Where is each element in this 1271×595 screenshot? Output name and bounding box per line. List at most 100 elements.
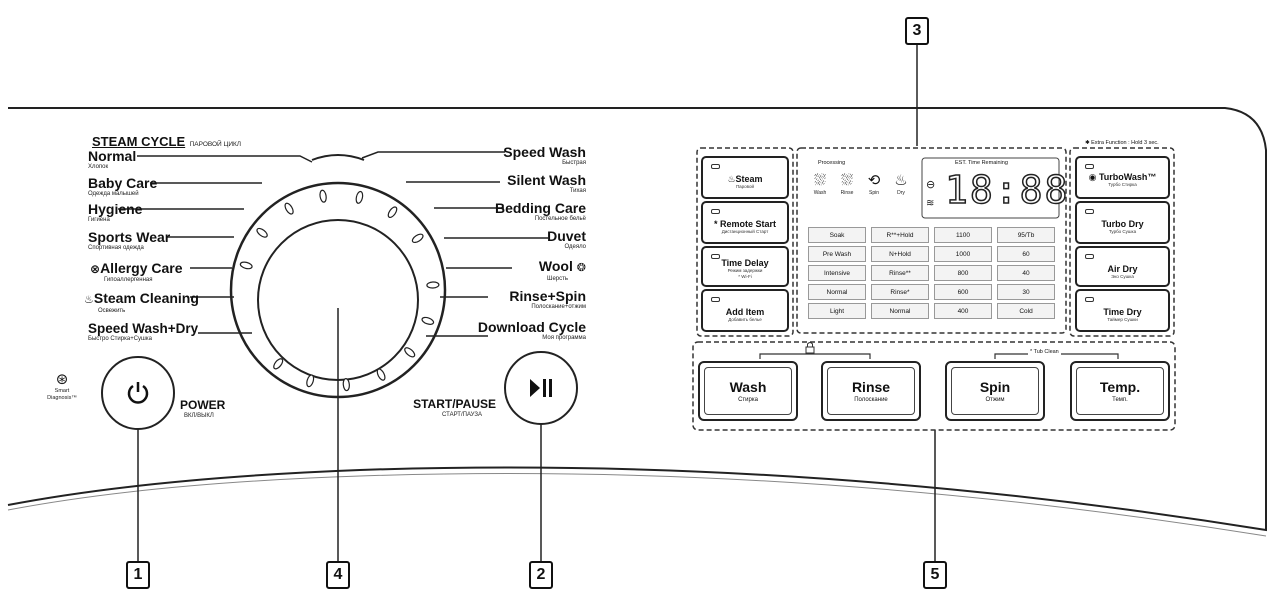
- grid-cell: 40: [997, 265, 1055, 281]
- program-sub: Шерсть: [546, 276, 568, 282]
- time-dry-button[interactable]: Time Dry Таймер Сушки: [1075, 289, 1170, 332]
- stage-label: Spin: [868, 190, 879, 196]
- smart-diagnosis[interactable]: ⊛ Smart Diagnosis™: [42, 372, 82, 402]
- turbo-dry-button[interactable]: Turbo Dry Турбо Сушка: [1075, 201, 1170, 244]
- dial-led: [387, 206, 398, 219]
- program-duvet[interactable]: Duvet Одеяло: [547, 229, 586, 251]
- program-label: Baby Care: [88, 175, 158, 191]
- grid-row: Intensive Rinse** 800 40: [808, 265, 1055, 281]
- program-baby-care[interactable]: Baby Care Одежда малышей: [88, 176, 157, 198]
- program-allergy-care[interactable]: ⊗Allergy Care Гипоаллергенная: [90, 261, 183, 284]
- grid-row: Soak R**+Hold 1100 95/Tb: [808, 227, 1055, 243]
- wash-button[interactable]: Wash Стирка: [698, 361, 798, 421]
- processing-label: Processing: [818, 160, 846, 166]
- remote-start-button[interactable]: * Remote Start Дистанционный Старт: [701, 201, 789, 244]
- start-pause-sub: СТАРТ/ПАУЗА: [441, 412, 482, 418]
- button-brackets: [759, 353, 1119, 359]
- grid-cell: 30: [997, 284, 1055, 300]
- program-label: Speed Wash: [503, 144, 586, 160]
- grid-row: Pre Wash N+Hold 1000 60: [808, 246, 1055, 262]
- time-delay-button[interactable]: Time Delay Режим задержки * Wi-Fi: [701, 246, 789, 287]
- option-sub: Турбо Сушка: [1108, 229, 1137, 234]
- program-sub: Хлопок: [88, 164, 109, 170]
- grid-cell: 60: [997, 246, 1055, 262]
- button-label: Temp.: [1099, 379, 1141, 395]
- spin-stage-icon: ⟲: [867, 172, 881, 189]
- time-remaining-label: EST. Time Remaining: [955, 160, 1008, 166]
- program-label: Download Cycle: [477, 319, 586, 335]
- right-leader-lines: [361, 151, 548, 337]
- rinse-button[interactable]: Rinse Полоскание: [821, 361, 921, 421]
- button-inner: [704, 367, 792, 415]
- program-label: Hygiene: [88, 201, 143, 217]
- spin-button[interactable]: Spin Отжим: [945, 361, 1045, 421]
- program-wool[interactable]: Wool ❂ Шерсть: [539, 259, 586, 283]
- stage-label: Dry: [897, 190, 905, 196]
- callout-2: 2: [529, 561, 553, 589]
- grid-cell: Cold: [997, 303, 1055, 319]
- stage-wash: ⛆ Wash: [808, 172, 832, 197]
- dry-stage-icon: ♨: [894, 172, 908, 189]
- temp-button[interactable]: Temp. Темп.: [1070, 361, 1170, 421]
- add-item-button[interactable]: Add Item Добавить белье: [701, 289, 789, 332]
- program-label: Silent Wash: [507, 172, 586, 188]
- steam-option-button[interactable]: ♨Steam Паровой: [701, 156, 789, 199]
- dial-led: [306, 374, 315, 388]
- program-sub: Тихая: [569, 188, 586, 194]
- power-caption: POWER ВКЛ/ВЫКЛ: [180, 398, 225, 420]
- button-label: Spin: [979, 379, 1011, 395]
- program-download-cycle[interactable]: Download Cycle Моя программа: [478, 320, 586, 342]
- steam-icon: ♨: [84, 294, 94, 306]
- program-sports-wear[interactable]: Sports Wear Спортивная одежда: [88, 230, 170, 252]
- grid-cell: Soak: [808, 227, 866, 243]
- program-label: Bedding Care: [494, 200, 586, 216]
- option-label: Add Item: [725, 307, 765, 317]
- start-pause-button[interactable]: [517, 364, 565, 412]
- wash-stage-icon: ⛆: [813, 172, 826, 189]
- option-sub: Эко Сушка: [1111, 274, 1134, 279]
- grid-cell: Intensive: [808, 265, 866, 281]
- program-sub: Моя программа: [542, 335, 586, 341]
- callout-4: 4: [326, 561, 350, 589]
- rinse-stage-icon: ⛆: [840, 172, 853, 189]
- program-rinse-spin[interactable]: Rinse+Spin Полоскание+отжим: [509, 289, 586, 311]
- program-steam-cleaning[interactable]: ♨Steam Cleaning Освежить: [84, 291, 199, 315]
- turbowash-button[interactable]: ◉ TurboWash™ Турбо Стирка: [1075, 156, 1170, 199]
- air-dry-button[interactable]: Air Dry Эко Сушка: [1075, 246, 1170, 287]
- program-sub: Быстро Стирка+Сушка: [88, 336, 152, 342]
- program-bedding-care[interactable]: Bedding Care Постельное бельё: [495, 201, 586, 223]
- option-led: [711, 297, 720, 302]
- grid-row: Light Normal 400 Cold: [808, 303, 1055, 319]
- stage-rinse: ⛆ Rinse: [835, 172, 859, 197]
- program-normal[interactable]: Normal Хлопок: [88, 149, 136, 171]
- dial-led: [426, 281, 440, 289]
- program-silent-wash[interactable]: Silent Wash Тихая: [507, 173, 586, 195]
- program-label: Duvet: [547, 228, 586, 244]
- option-grid: Soak R**+Hold 1100 95/Tb Pre Wash N+Hold…: [803, 224, 1060, 322]
- dial-led: [284, 202, 294, 215]
- button-sub: Полоскание: [854, 397, 888, 403]
- dial-program-leds: [239, 189, 440, 392]
- dial-led: [273, 358, 284, 370]
- button-sub: Стирка: [738, 397, 758, 403]
- program-hygiene[interactable]: Hygiene Гигиена: [88, 202, 142, 224]
- program-speed-wash-dry[interactable]: Speed Wash+Dry Быстро Стирка+Сушка: [88, 321, 198, 343]
- program-sub: Гипоаллергенная: [104, 277, 153, 283]
- program-speed-wash[interactable]: Speed Wash Быстрая: [503, 145, 586, 167]
- dial-led: [404, 347, 416, 358]
- option-label: * Remote Start: [713, 219, 776, 229]
- option-label: Time Dry: [1103, 307, 1142, 317]
- grid-cell: Normal: [808, 284, 866, 300]
- power-button[interactable]: [114, 369, 162, 417]
- callout-leaders: [137, 42, 936, 561]
- tub-clean-label: * Tub Clean: [1028, 349, 1061, 355]
- power-sub: ВКЛ/ВЫКЛ: [184, 413, 214, 419]
- option-sub: Таймер Сушки: [1107, 317, 1138, 322]
- dial-led: [421, 316, 435, 325]
- power-icon: [127, 382, 149, 404]
- start-pause-caption: START/PAUSE СТАРТ/ПАУЗА: [413, 397, 496, 419]
- allergy-care-icon: ⊗: [90, 262, 101, 276]
- dashed-groups: [692, 147, 1176, 431]
- steam-icon: ♨: [727, 174, 736, 184]
- program-sub: Гигиена: [88, 217, 110, 223]
